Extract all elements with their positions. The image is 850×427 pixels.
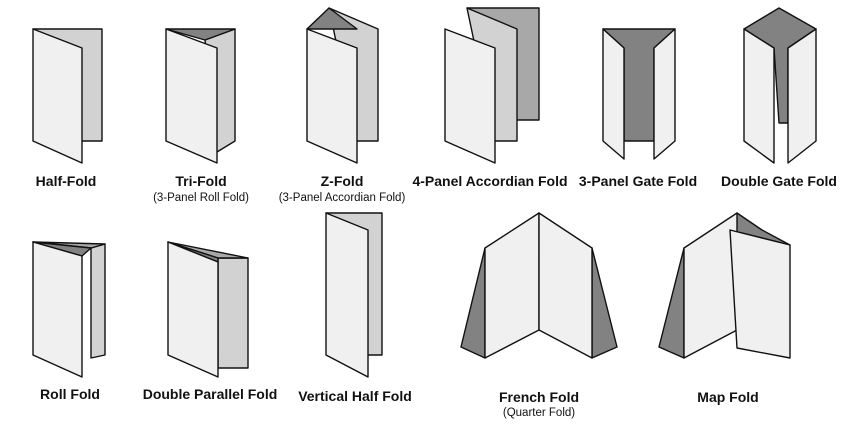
- four-panel-accordian-fold-label: 4-Panel Accordian Fold: [412, 173, 568, 189]
- french-fold-illustration: [460, 212, 618, 359]
- map-fold-illustration: [658, 212, 791, 359]
- vertical-half-fold-label: Vertical Half Fold: [298, 388, 412, 404]
- double-gate-fold-label: Double Gate Fold: [721, 173, 837, 189]
- tri-fold-sublabel: (3-Panel Roll Fold): [153, 192, 249, 204]
- tri-fold-label: Tri-Fold: [175, 173, 227, 189]
- map-fold-label: Map Fold: [697, 389, 759, 405]
- tri-fold-illustration: [165, 28, 236, 164]
- z-fold-label: Z-Fold: [320, 173, 364, 189]
- half-fold-illustration: [32, 28, 103, 164]
- double-parallel-fold-label: Double Parallel Fold: [142, 386, 278, 402]
- double-gate-fold-illustration: [743, 7, 817, 164]
- french-fold-sublabel: (Quarter Fold): [502, 407, 576, 419]
- vertical-half-fold-illustration: [325, 212, 383, 378]
- four-panel-accordian-fold-illustration: [444, 7, 540, 164]
- roll-fold-illustration: [32, 241, 106, 378]
- three-panel-gate-fold-illustration: [602, 28, 676, 160]
- french-fold-label: French Fold: [498, 389, 580, 405]
- half-fold-label: Half-Fold: [35, 173, 97, 189]
- z-fold-illustration: [306, 7, 379, 164]
- double-parallel-fold-illustration: [167, 241, 249, 378]
- three-panel-gate-fold-label: 3-Panel Gate Fold: [578, 173, 698, 189]
- roll-fold-label: Roll Fold: [40, 386, 100, 402]
- z-fold-sublabel: (3-Panel Accordian Fold): [278, 192, 406, 204]
